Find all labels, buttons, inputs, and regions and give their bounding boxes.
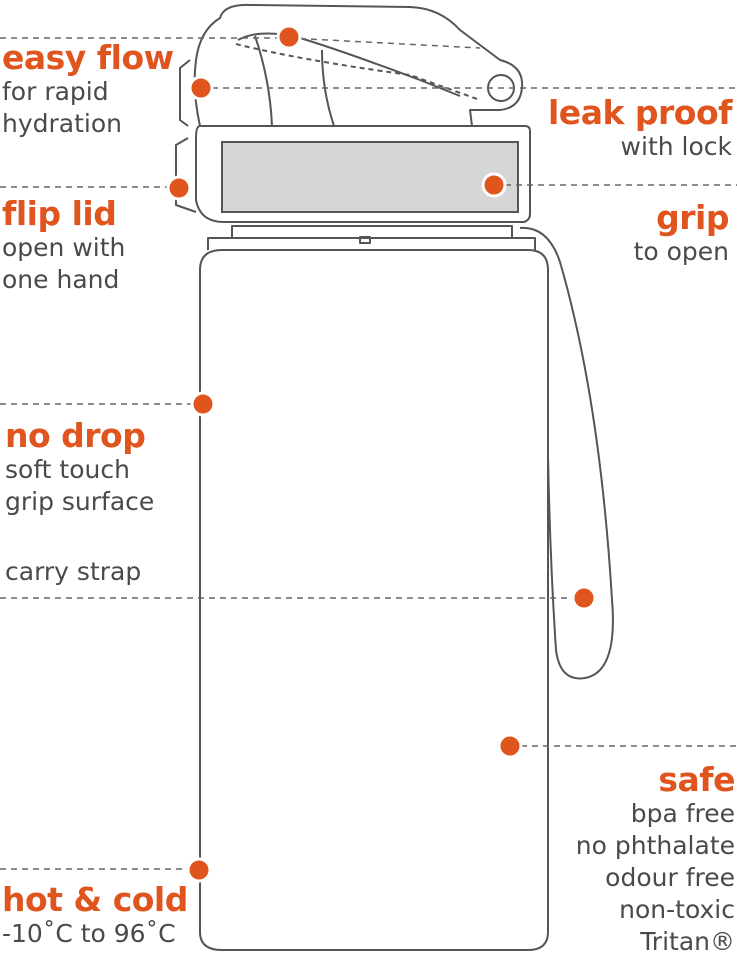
label-easy-flow-line-1: for rapid [2,77,109,106]
label-no-drop-line-1: soft touch [5,455,130,484]
label-safe-line-3: odour free [605,863,735,892]
bottle-neck-ring [207,237,536,250]
label-easy-flow-title: easy flow [2,38,174,77]
label-carry-strap-line-1: carry strap [5,557,142,586]
label-grip-title: grip [656,198,729,237]
label-flip-lid-title: flip lid [2,194,117,233]
bottle-body [199,249,549,951]
label-leak-proof-title: leak proof [548,93,733,132]
label-hot-cold: hot & cold -10˚C to 96˚C [2,882,188,950]
marker-carry-strap [571,585,597,611]
label-carry-strap: carry strap [5,556,141,588]
label-flip-lid: flip lid open with one hand [2,196,125,296]
label-grip-line-1: to open [633,237,729,266]
label-safe-title: safe [658,760,735,799]
marker-hot-cold [186,857,212,883]
leader-lines [0,37,737,870]
label-flip-lid-line-1: open with [2,233,126,262]
label-no-drop-line-2: grip surface [5,487,155,516]
leader-easy-flow-2 [288,37,481,49]
label-safe-line-2: no phthalate [575,831,735,860]
label-safe-line-4: non-toxic [619,895,735,924]
label-easy-flow: easy flow for rapid hydration [2,40,174,140]
label-leak-proof: leak proof with lock [548,93,733,163]
label-no-drop: no drop soft touch grip surface [5,418,154,518]
flip-lid [193,3,524,127]
marker-flip-lid [166,175,192,201]
label-leak-proof-line-1: with lock [620,132,732,161]
lid-spout [254,35,273,127]
label-safe-line-1: bpa free [630,799,735,828]
label-flip-lid-line-2: one hand [2,265,120,294]
grip-panel [221,141,519,213]
lid-band [195,125,531,223]
label-safe: safe bpa free no phthalate odour free no… [575,760,736,958]
label-easy-flow-line-2: hydration [2,109,122,138]
label-grip: grip to open [633,198,730,268]
label-hot-cold-line-1: -10˚C to 96˚C [2,919,176,948]
bottle-neck-step [231,225,513,238]
marker-leak-proof [188,75,214,101]
marker-grip [481,172,507,198]
lid-hinge-2 [175,137,197,213]
label-hot-cold-title: hot & cold [2,880,188,919]
marker-no-drop [190,391,216,417]
marker-easy-flow [276,24,302,50]
lid-hinge [179,59,191,127]
label-no-drop-title: no drop [5,416,146,455]
carry-strap-shape [519,226,614,680]
lid-dashed-outline [235,43,481,101]
markers [166,24,597,883]
lid-inner [237,32,461,97]
bottle-notch [359,236,371,244]
label-safe-line-5: Tritan® [640,927,735,956]
marker-safe [497,733,523,759]
lid-spout-2 [321,49,335,127]
